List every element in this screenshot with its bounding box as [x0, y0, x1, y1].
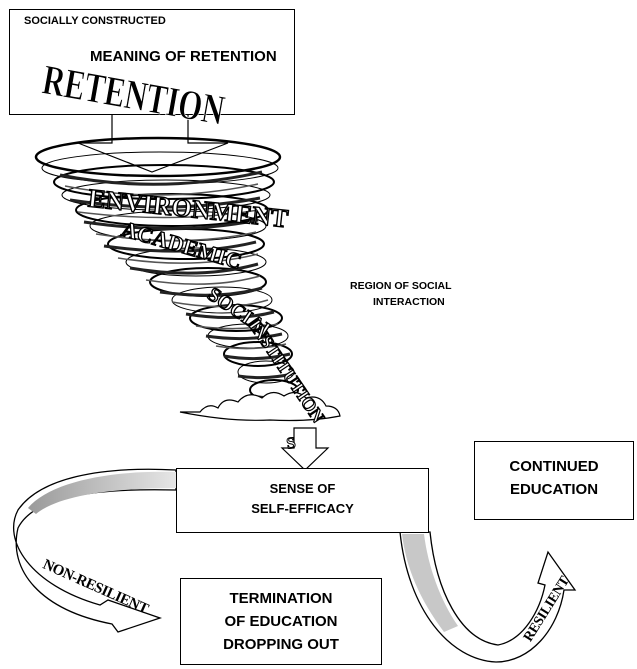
termination-line3: DROPPING OUT — [223, 636, 339, 653]
resilient-arrow — [399, 531, 577, 663]
continued-education-box — [474, 441, 634, 520]
region-label-line1: REGION OF SOCIAL — [350, 280, 452, 292]
self-efficacy-line1: SENSE OF — [269, 481, 336, 496]
down-arrow — [280, 427, 330, 471]
retention-meaning-box — [9, 9, 295, 115]
tornado-word-s: S — [285, 435, 297, 453]
region-label-line2: INTERACTION — [373, 296, 445, 308]
termination-line1: TERMINATION — [229, 590, 333, 607]
continued-line2: EDUCATION — [509, 481, 599, 498]
cloud-base — [179, 391, 341, 422]
self-efficacy-line2: SELF-EFFICACY — [251, 501, 354, 516]
continued-line1: CONTINUED — [509, 458, 599, 475]
termination-box — [180, 578, 382, 665]
retention-funnel-arrow — [77, 115, 229, 173]
self-efficacy-box — [176, 468, 429, 533]
tornado-swirl — [34, 136, 301, 418]
meaning-of-retention-label: MEANING OF RETENTION — [90, 48, 277, 65]
non-resilient-arrow — [13, 468, 177, 633]
socially-constructed-label: SOCIALLY CONSTRUCTED — [24, 15, 166, 27]
termination-line2: OF EDUCATION — [224, 613, 338, 630]
